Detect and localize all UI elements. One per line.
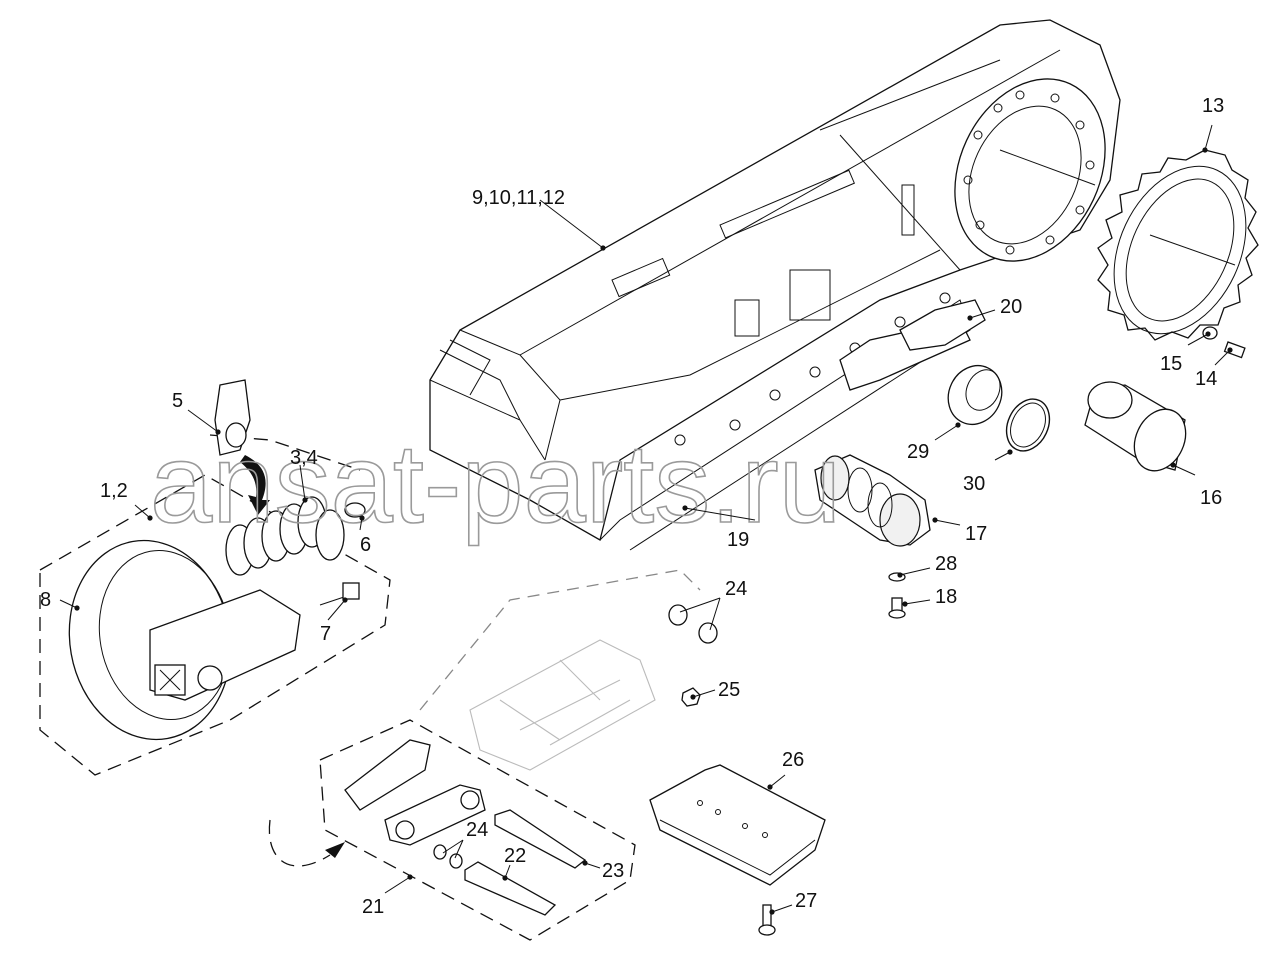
callout-15: 15 [1160, 353, 1182, 375]
callout-1-2: 1,2 [100, 480, 128, 502]
callout-30: 30 [963, 473, 985, 495]
bushing-29 [947, 365, 1003, 425]
callout-17: 17 [965, 523, 987, 545]
leader-dots [74, 147, 1233, 915]
callout-29: 29 [907, 441, 929, 463]
callout-20: 20 [1000, 296, 1022, 318]
callout-25: 25 [718, 679, 740, 701]
track-roller-17 [814, 454, 931, 547]
callout-22: 22 [504, 845, 526, 867]
callout-5: 5 [172, 390, 183, 412]
track-frame [429, 19, 1121, 551]
leader-lines [59, 124, 1231, 913]
callout-24-bottom: 24 [466, 819, 488, 841]
callout-6: 6 [360, 534, 371, 556]
track-shoe [649, 764, 826, 936]
callout-24-top: 24 [725, 578, 747, 600]
callout-26: 26 [782, 749, 804, 771]
callout-3-4: 3,4 [290, 447, 318, 469]
idler-assembly [39, 379, 391, 776]
callout-7: 7 [320, 623, 331, 645]
callout-13: 13 [1202, 95, 1224, 117]
callout-28: 28 [935, 553, 957, 575]
callout-8: 8 [40, 589, 51, 611]
link-assembly [268, 719, 636, 941]
track-chain-ghost [419, 569, 718, 771]
callout-14: 14 [1195, 368, 1217, 390]
callout-19: 19 [727, 529, 749, 551]
callout-18: 18 [935, 586, 957, 608]
callout-23: 23 [602, 860, 624, 882]
watermark-text: ansat-parts.ru [150, 421, 841, 546]
callout-9-10-11-12: 9,10,11,12 [472, 187, 565, 209]
snap-ring-30 [1005, 398, 1051, 452]
callout-16: 16 [1200, 487, 1222, 509]
callout-labels: 9,10,11,12 13 20 15 14 16 29 30 17 19 28… [40, 95, 1224, 918]
callout-27: 27 [795, 890, 817, 912]
callout-21: 21 [362, 896, 384, 918]
sleeve-16 [1084, 381, 1187, 472]
roller-segments [839, 299, 986, 391]
sprocket [1097, 149, 1259, 341]
